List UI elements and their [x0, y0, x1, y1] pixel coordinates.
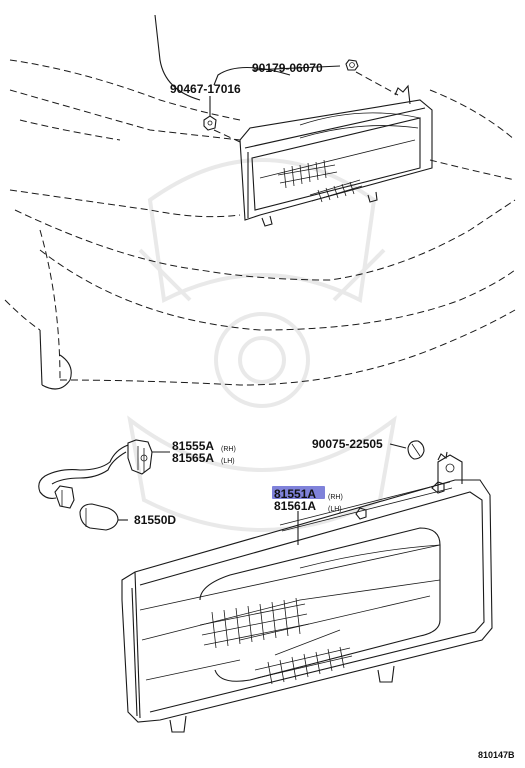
leader-90075	[389, 443, 407, 449]
callout-81561[interactable]: 81561A (LH)	[274, 499, 342, 513]
lamp-assembly	[121, 451, 493, 733]
callout-90179[interactable]: 90179-06070	[252, 61, 323, 75]
socket-wire-harness	[38, 439, 153, 509]
watermark-emblem	[127, 158, 397, 532]
highlight-box-81551	[272, 486, 325, 499]
lamp-lens-pattern-large	[199, 597, 353, 685]
bulb-81550	[79, 503, 119, 531]
clip-90467-top	[203, 115, 241, 143]
part-number-81565: 81565A	[172, 451, 214, 465]
side-lh-81561: (LH)	[328, 506, 342, 513]
lamp-installed-view	[239, 84, 433, 227]
callout-81565[interactable]: 81565A (LH)	[172, 451, 235, 465]
side-lh-81565: (LH)	[221, 458, 235, 465]
side-rh-81555: (RH)	[221, 446, 236, 453]
lamp-lens-pattern	[277, 159, 363, 203]
part-number-81550: 81550D	[134, 513, 176, 527]
leader-90179	[251, 65, 341, 71]
part-number-81555: 81555A	[172, 439, 214, 453]
callout-90467[interactable]: 90467-17016	[170, 82, 241, 96]
screw-90075	[407, 440, 425, 460]
part-number-90075: 90075-22505	[312, 437, 383, 451]
callout-90075[interactable]: 90075-22505	[312, 437, 383, 451]
callout-81555[interactable]: 81555A (RH)	[172, 439, 236, 453]
part-number-90467: 90467-17016	[170, 82, 241, 96]
part-number-81561: 81561A	[274, 499, 316, 513]
nut-90179-top	[345, 59, 399, 96]
callout-81551[interactable]: 81551A (RH)	[272, 486, 343, 501]
side-rh-81551: (RH)	[328, 494, 343, 501]
diagram-reference: 810147B	[478, 750, 515, 760]
part-number-90179: 90179-06070	[252, 61, 323, 75]
vehicle-body-outline	[4, 14, 516, 390]
callout-81550[interactable]: 81550D	[134, 513, 176, 527]
part-number-81551: 81551A	[274, 487, 316, 501]
